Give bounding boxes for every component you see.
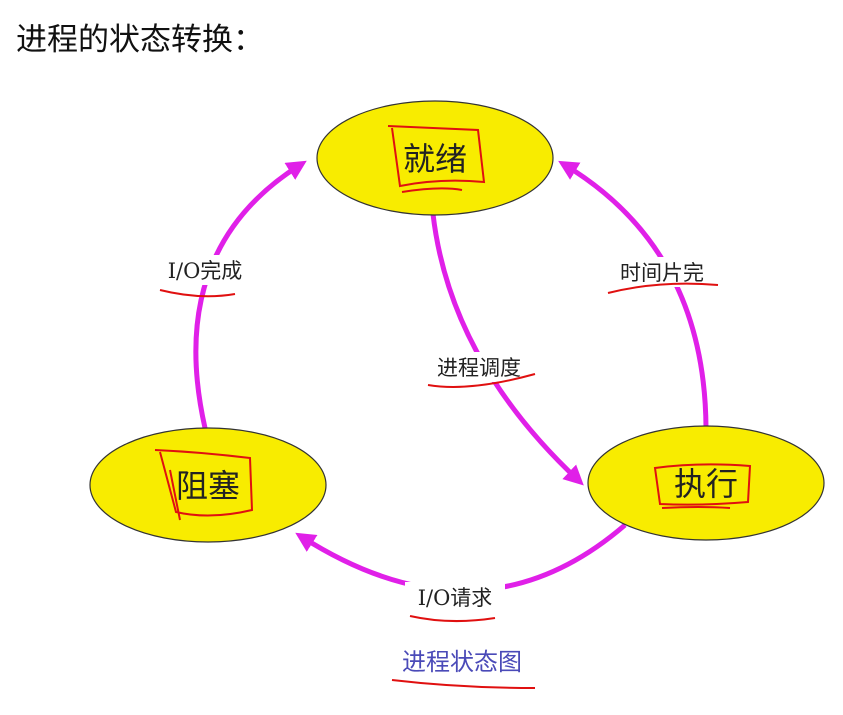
- diagram-caption: 进程状态图: [402, 648, 522, 676]
- state-ready-label: 就绪: [403, 140, 467, 178]
- label-io-done: I/O完成: [168, 259, 243, 283]
- state-running-label: 执行: [674, 465, 738, 503]
- page-title: 进程的状态转换：: [16, 22, 264, 58]
- arrow-io-request: [295, 523, 627, 594]
- arrow-time-slice: [558, 160, 709, 429]
- state-blocked-label: 阻塞: [176, 467, 240, 505]
- arrow-schedule: [430, 213, 584, 486]
- label-io-request: I/O请求: [418, 586, 493, 610]
- state-ready: 就绪: [316, 100, 554, 216]
- label-schedule: 进程调度: [437, 356, 521, 380]
- state-running: 执行: [587, 425, 825, 541]
- state-blocked: 阻塞: [89, 427, 327, 543]
- label-time-slice: 时间片完: [620, 261, 704, 285]
- red-annotations: [154, 125, 752, 689]
